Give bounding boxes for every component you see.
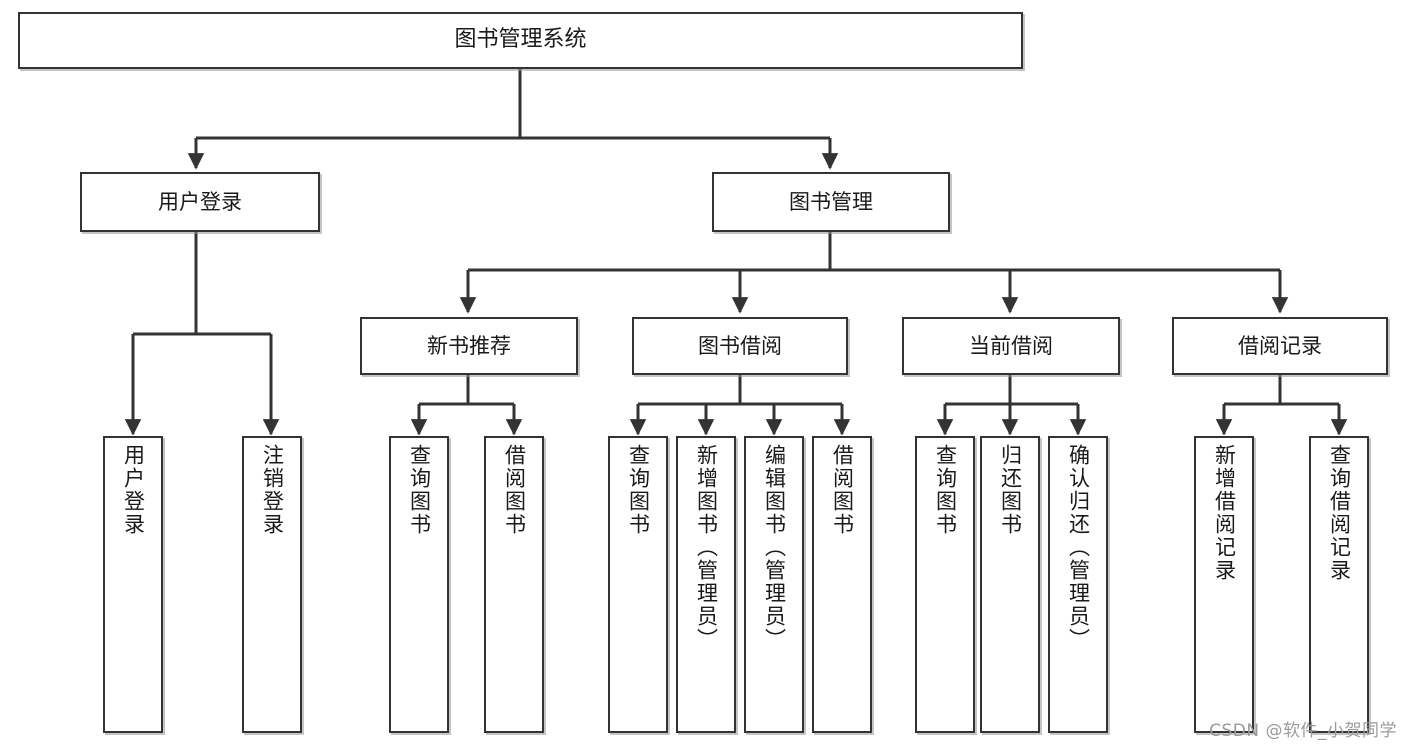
node-leaf-query-book-2[interactable]: 查询图书 xyxy=(608,436,668,733)
node-book-borrow-label: 图书借阅 xyxy=(698,333,782,358)
node-book-manage[interactable]: 图书管理 xyxy=(712,172,950,232)
watermark: CSDN @软件_小贺同学 xyxy=(1209,721,1397,741)
node-user-login[interactable]: 用户登录 xyxy=(80,172,320,232)
node-leaf-edit-book[interactable]: 编辑图书（管理员） xyxy=(744,436,804,733)
node-book-borrow[interactable]: 图书借阅 xyxy=(632,317,848,375)
node-leaf-return-book-label: 归还图书 xyxy=(998,444,1023,536)
node-leaf-edit-book-label: 编辑图书（管理员） xyxy=(762,444,787,651)
node-leaf-query-book-1[interactable]: 查询图书 xyxy=(389,436,449,733)
node-leaf-query-book-3-label: 查询图书 xyxy=(933,444,958,536)
node-leaf-user-login[interactable]: 用户登录 xyxy=(103,436,163,733)
node-root-label: 图书管理系统 xyxy=(454,27,587,53)
node-leaf-query-record-label: 查询借阅记录 xyxy=(1327,444,1352,582)
node-leaf-query-record[interactable]: 查询借阅记录 xyxy=(1309,436,1369,733)
node-borrow-record[interactable]: 借阅记录 xyxy=(1172,317,1388,375)
node-leaf-confirm-return-label: 确认归还（管理员） xyxy=(1066,444,1091,651)
node-leaf-add-book[interactable]: 新增图书（管理员） xyxy=(676,436,736,733)
node-leaf-query-book-1-label: 查询图书 xyxy=(407,444,432,536)
node-borrow-record-label: 借阅记录 xyxy=(1238,333,1322,358)
node-leaf-borrow-book-1[interactable]: 借阅图书 xyxy=(484,436,544,733)
node-new-book-rec-label: 新书推荐 xyxy=(427,333,511,358)
node-new-book-rec[interactable]: 新书推荐 xyxy=(360,317,578,375)
node-leaf-add-record-label: 新增借阅记录 xyxy=(1212,444,1237,582)
node-current-borrow-label: 当前借阅 xyxy=(969,333,1053,358)
node-leaf-logout-label: 注销登录 xyxy=(260,444,285,536)
node-root[interactable]: 图书管理系统 xyxy=(18,12,1023,69)
node-leaf-borrow-book-2-label: 借阅图书 xyxy=(830,444,855,536)
node-user-login-label: 用户登录 xyxy=(158,189,242,214)
node-leaf-add-book-label: 新增图书（管理员） xyxy=(694,444,719,651)
node-current-borrow[interactable]: 当前借阅 xyxy=(902,317,1120,375)
node-leaf-add-record[interactable]: 新增借阅记录 xyxy=(1194,436,1254,733)
node-leaf-logout[interactable]: 注销登录 xyxy=(242,436,302,733)
node-leaf-query-book-3[interactable]: 查询图书 xyxy=(915,436,975,733)
node-leaf-confirm-return[interactable]: 确认归还（管理员） xyxy=(1048,436,1108,733)
node-book-manage-label: 图书管理 xyxy=(789,189,873,214)
node-leaf-borrow-book-1-label: 借阅图书 xyxy=(502,444,527,536)
node-leaf-borrow-book-2[interactable]: 借阅图书 xyxy=(812,436,872,733)
node-leaf-user-login-label: 用户登录 xyxy=(121,444,146,536)
node-leaf-return-book[interactable]: 归还图书 xyxy=(980,436,1040,733)
node-leaf-query-book-2-label: 查询图书 xyxy=(626,444,651,536)
